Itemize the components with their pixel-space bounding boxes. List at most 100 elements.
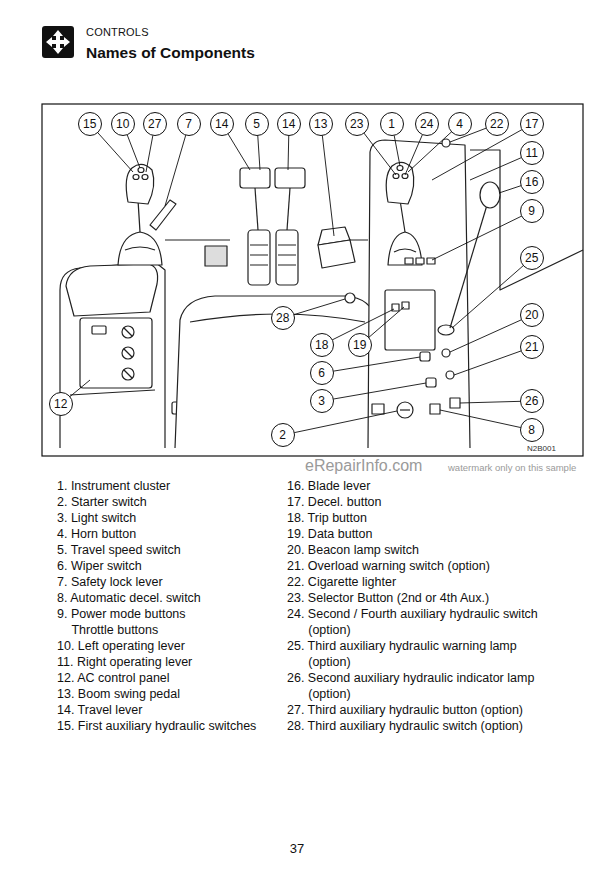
callout-number: 6 bbox=[318, 366, 325, 380]
component-list-item: 17. Decel. button bbox=[287, 494, 545, 510]
illustration-part bbox=[430, 404, 440, 414]
illustration-part bbox=[400, 200, 405, 232]
callout-circle: 7 bbox=[177, 112, 201, 136]
component-list-item: 18. Trip button bbox=[287, 510, 545, 526]
illustration-part bbox=[432, 124, 532, 180]
component-list-item: 13. Boom swing pedal bbox=[57, 686, 285, 702]
component-list-item: 26. Second auxiliary hydraulic indicator… bbox=[287, 670, 545, 702]
illustration-part bbox=[42, 26, 74, 58]
component-list-item: 7. Safety lock lever bbox=[57, 574, 285, 590]
illustration-part bbox=[138, 168, 144, 173]
illustration-part bbox=[118, 232, 162, 265]
component-list-item: 28. Third auxiliary hydraulic switch (op… bbox=[287, 718, 545, 734]
illustration-part bbox=[386, 162, 414, 204]
callout-circle: 16 bbox=[520, 170, 544, 194]
illustration-part bbox=[405, 258, 413, 264]
component-list-right: 16. Blade lever17. Decel. button18. Trip… bbox=[287, 478, 545, 734]
section-header: CONTROLS bbox=[86, 26, 149, 39]
illustration-part bbox=[250, 245, 296, 265]
illustration-part bbox=[400, 409, 410, 410]
component-list-item: 27. Third auxiliary hydraulic button (op… bbox=[287, 702, 545, 718]
illustration-part bbox=[480, 182, 500, 208]
illustration-part bbox=[122, 347, 134, 359]
illustration-part bbox=[70, 390, 155, 395]
component-list-item: 1. Instrument cluster bbox=[57, 478, 285, 494]
callout-number: 8 bbox=[528, 423, 535, 437]
component-list-left: 1. Instrument cluster2. Starter switch3.… bbox=[57, 478, 285, 734]
callout-circle: 4 bbox=[448, 112, 472, 136]
illustration-part bbox=[368, 140, 470, 448]
illustration-part bbox=[438, 325, 454, 335]
callout-number: 2 bbox=[279, 428, 286, 442]
illustration-part bbox=[126, 164, 154, 204]
callout-number: 20 bbox=[525, 308, 538, 322]
illustration-part bbox=[394, 249, 416, 252]
callout-number: 23 bbox=[350, 117, 363, 131]
component-list-item: 19. Data button bbox=[287, 526, 545, 542]
callout-number: 27 bbox=[148, 117, 161, 131]
callout-number: 24 bbox=[420, 117, 433, 131]
callout-number: 10 bbox=[116, 117, 129, 131]
illustration-part bbox=[276, 230, 298, 285]
illustration-part bbox=[133, 175, 139, 180]
illustration-part bbox=[125, 247, 155, 250]
callout-number: 14 bbox=[215, 117, 228, 131]
callout-number: 25 bbox=[525, 251, 538, 265]
illustration-part bbox=[440, 410, 532, 430]
callout-circle: 19 bbox=[348, 333, 372, 357]
component-list-item: 24. Second / Fourth auxiliary hydraulic … bbox=[287, 606, 545, 638]
component-list-item: 16. Blade lever bbox=[287, 478, 545, 494]
callout-number: 4 bbox=[456, 117, 463, 131]
illustration-part bbox=[255, 188, 258, 230]
illustration-part bbox=[124, 328, 132, 336]
callout-circle: 8 bbox=[520, 418, 544, 442]
component-list-item: 6. Wiper switch bbox=[57, 558, 285, 574]
header-icon bbox=[42, 26, 74, 58]
callout-circle: 22 bbox=[485, 112, 509, 136]
component-list-item: 22. Cigarette lighter bbox=[287, 574, 545, 590]
illustration-part bbox=[432, 211, 532, 260]
callout-number: 28 bbox=[276, 311, 289, 325]
component-list-item: 12. AC control panel bbox=[57, 670, 285, 686]
component-list-item: 4. Horn button bbox=[57, 526, 285, 542]
illustration-part bbox=[287, 188, 290, 230]
component-list-item: 5. Travel speed switch bbox=[57, 542, 285, 558]
callout-circle: 23 bbox=[345, 112, 369, 136]
callout-number: 15 bbox=[83, 117, 96, 131]
callout-number: 16 bbox=[525, 175, 538, 189]
callout-circle: 18 bbox=[310, 333, 334, 357]
component-list-item: 21. Overload warning switch (option) bbox=[287, 558, 545, 574]
callout-number: 17 bbox=[525, 117, 538, 131]
page-title: Names of Components bbox=[86, 43, 255, 62]
callout-number: 11 bbox=[525, 146, 537, 160]
illustration-part bbox=[420, 352, 430, 361]
callout-circle: 10 bbox=[111, 112, 135, 136]
illustration-part bbox=[393, 174, 399, 179]
illustration-part bbox=[322, 357, 420, 373]
callout-circle: 14 bbox=[277, 112, 301, 136]
illustration-part bbox=[318, 240, 355, 268]
illustration-part bbox=[450, 398, 460, 408]
callout-circle: 15 bbox=[78, 112, 102, 136]
illustration-part bbox=[345, 293, 355, 303]
illustration-part bbox=[248, 230, 270, 285]
illustration-part bbox=[442, 349, 450, 357]
callout-number: 21 bbox=[525, 340, 538, 354]
illustration-part bbox=[397, 166, 403, 171]
illustration-part bbox=[92, 326, 106, 334]
illustration-part bbox=[80, 318, 152, 388]
illustration-part bbox=[124, 349, 132, 357]
illustration-part bbox=[416, 258, 424, 264]
component-list-item: 15. First auxiliary hydraulic switches bbox=[57, 718, 285, 734]
component-list-item: 10. Left operating lever bbox=[57, 638, 285, 654]
illustration-part bbox=[450, 205, 487, 328]
callout-number: 12 bbox=[54, 397, 67, 411]
callout-circle: 3 bbox=[310, 389, 334, 413]
callout-circle: 26 bbox=[520, 389, 544, 413]
callout-circle: 28 bbox=[271, 306, 295, 330]
callout-circle: 25 bbox=[520, 246, 544, 270]
illustration-frame bbox=[42, 104, 583, 456]
callout-circle: 13 bbox=[309, 112, 333, 136]
callout-number: 9 bbox=[528, 204, 535, 218]
callout-circle: 20 bbox=[520, 303, 544, 327]
